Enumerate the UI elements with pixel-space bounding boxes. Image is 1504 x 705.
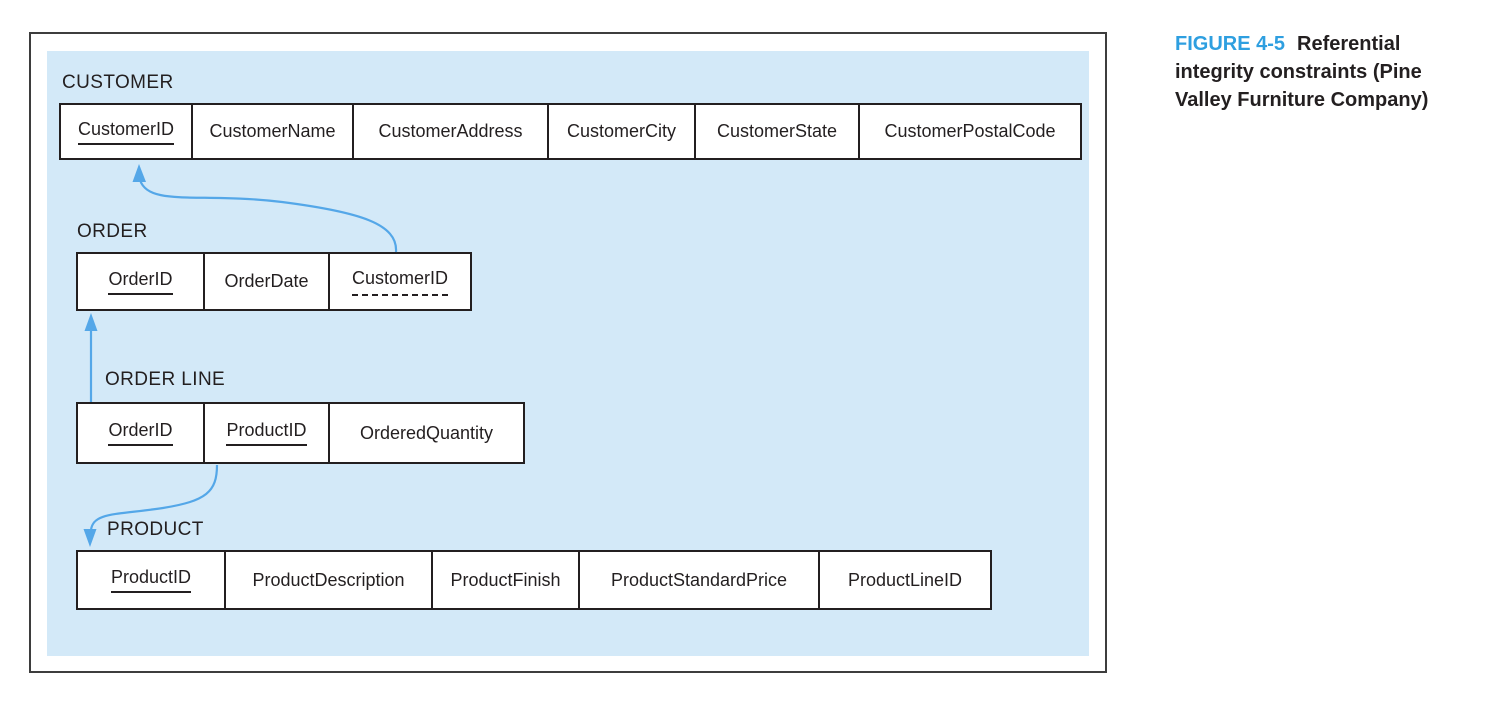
field-label: OrderedQuantity bbox=[359, 422, 494, 443]
customer-table-label: CUSTOMER bbox=[62, 72, 174, 93]
product-table: ProductID ProductDescription ProductFini… bbox=[76, 550, 992, 610]
field-label: ProductID bbox=[110, 567, 192, 593]
field-label: ProductFinish bbox=[450, 569, 561, 590]
order-line-table-label: ORDER LINE bbox=[105, 369, 226, 390]
customer-field-customeraddress: CustomerAddress bbox=[354, 105, 549, 158]
product-field-productdescription: ProductDescription bbox=[226, 552, 433, 608]
field-label: OrderDate bbox=[224, 271, 309, 291]
field-label: ProductID bbox=[226, 420, 307, 446]
product-field-productstandardprice: ProductStandardPrice bbox=[580, 552, 820, 608]
order-field-orderid: OrderID bbox=[78, 254, 205, 309]
product-field-productfinish: ProductFinish bbox=[433, 552, 580, 608]
field-label: CustomerAddress bbox=[378, 121, 523, 141]
product-field-productlineid: ProductLineID bbox=[820, 552, 990, 608]
product-field-productid: ProductID bbox=[78, 552, 226, 608]
field-label: ProductStandardPrice bbox=[610, 569, 788, 590]
field-label: ProductLineID bbox=[847, 569, 963, 590]
figure-number: FIGURE 4-5 bbox=[1175, 33, 1286, 55]
customer-table: CustomerID CustomerName CustomerAddress … bbox=[59, 103, 1082, 160]
caption-line-2: integrity constraints (Pine bbox=[1175, 61, 1422, 83]
caption-line-1: Referential bbox=[1297, 33, 1401, 55]
field-label: OrderID bbox=[108, 420, 173, 446]
field-label: ProductDescription bbox=[252, 569, 405, 590]
customer-field-customername: CustomerName bbox=[193, 105, 354, 158]
field-label: CustomerPostalCode bbox=[884, 121, 1056, 141]
field-label: CustomerID bbox=[77, 119, 175, 145]
order-field-customerid: CustomerID bbox=[330, 254, 470, 309]
field-label: CustomerName bbox=[209, 121, 336, 141]
order-table-label: ORDER bbox=[77, 221, 148, 242]
customer-field-customerstate: CustomerState bbox=[696, 105, 860, 158]
order-field-orderdate: OrderDate bbox=[205, 254, 330, 309]
figure-caption: FIGURE 4-5 Referential integrity constrai… bbox=[1175, 30, 1475, 114]
field-label: CustomerState bbox=[716, 121, 838, 141]
order-line-field-orderid: OrderID bbox=[78, 404, 205, 462]
order-line-field-productid: ProductID bbox=[205, 404, 330, 462]
product-table-label: PRODUCT bbox=[107, 519, 204, 540]
customer-field-customerpostalcode: CustomerPostalCode bbox=[860, 105, 1080, 158]
order-line-table: OrderID ProductID OrderedQuantity bbox=[76, 402, 525, 464]
field-label: CustomerCity bbox=[566, 121, 677, 141]
caption-line-3: Valley Furniture Company) bbox=[1175, 89, 1429, 111]
field-label: CustomerID bbox=[351, 268, 449, 296]
customer-field-customercity: CustomerCity bbox=[549, 105, 696, 158]
order-line-field-orderedquantity: OrderedQuantity bbox=[330, 404, 523, 462]
customer-field-customerid: CustomerID bbox=[61, 105, 193, 158]
order-table: OrderID OrderDate CustomerID bbox=[76, 252, 472, 311]
field-label: OrderID bbox=[108, 269, 173, 295]
